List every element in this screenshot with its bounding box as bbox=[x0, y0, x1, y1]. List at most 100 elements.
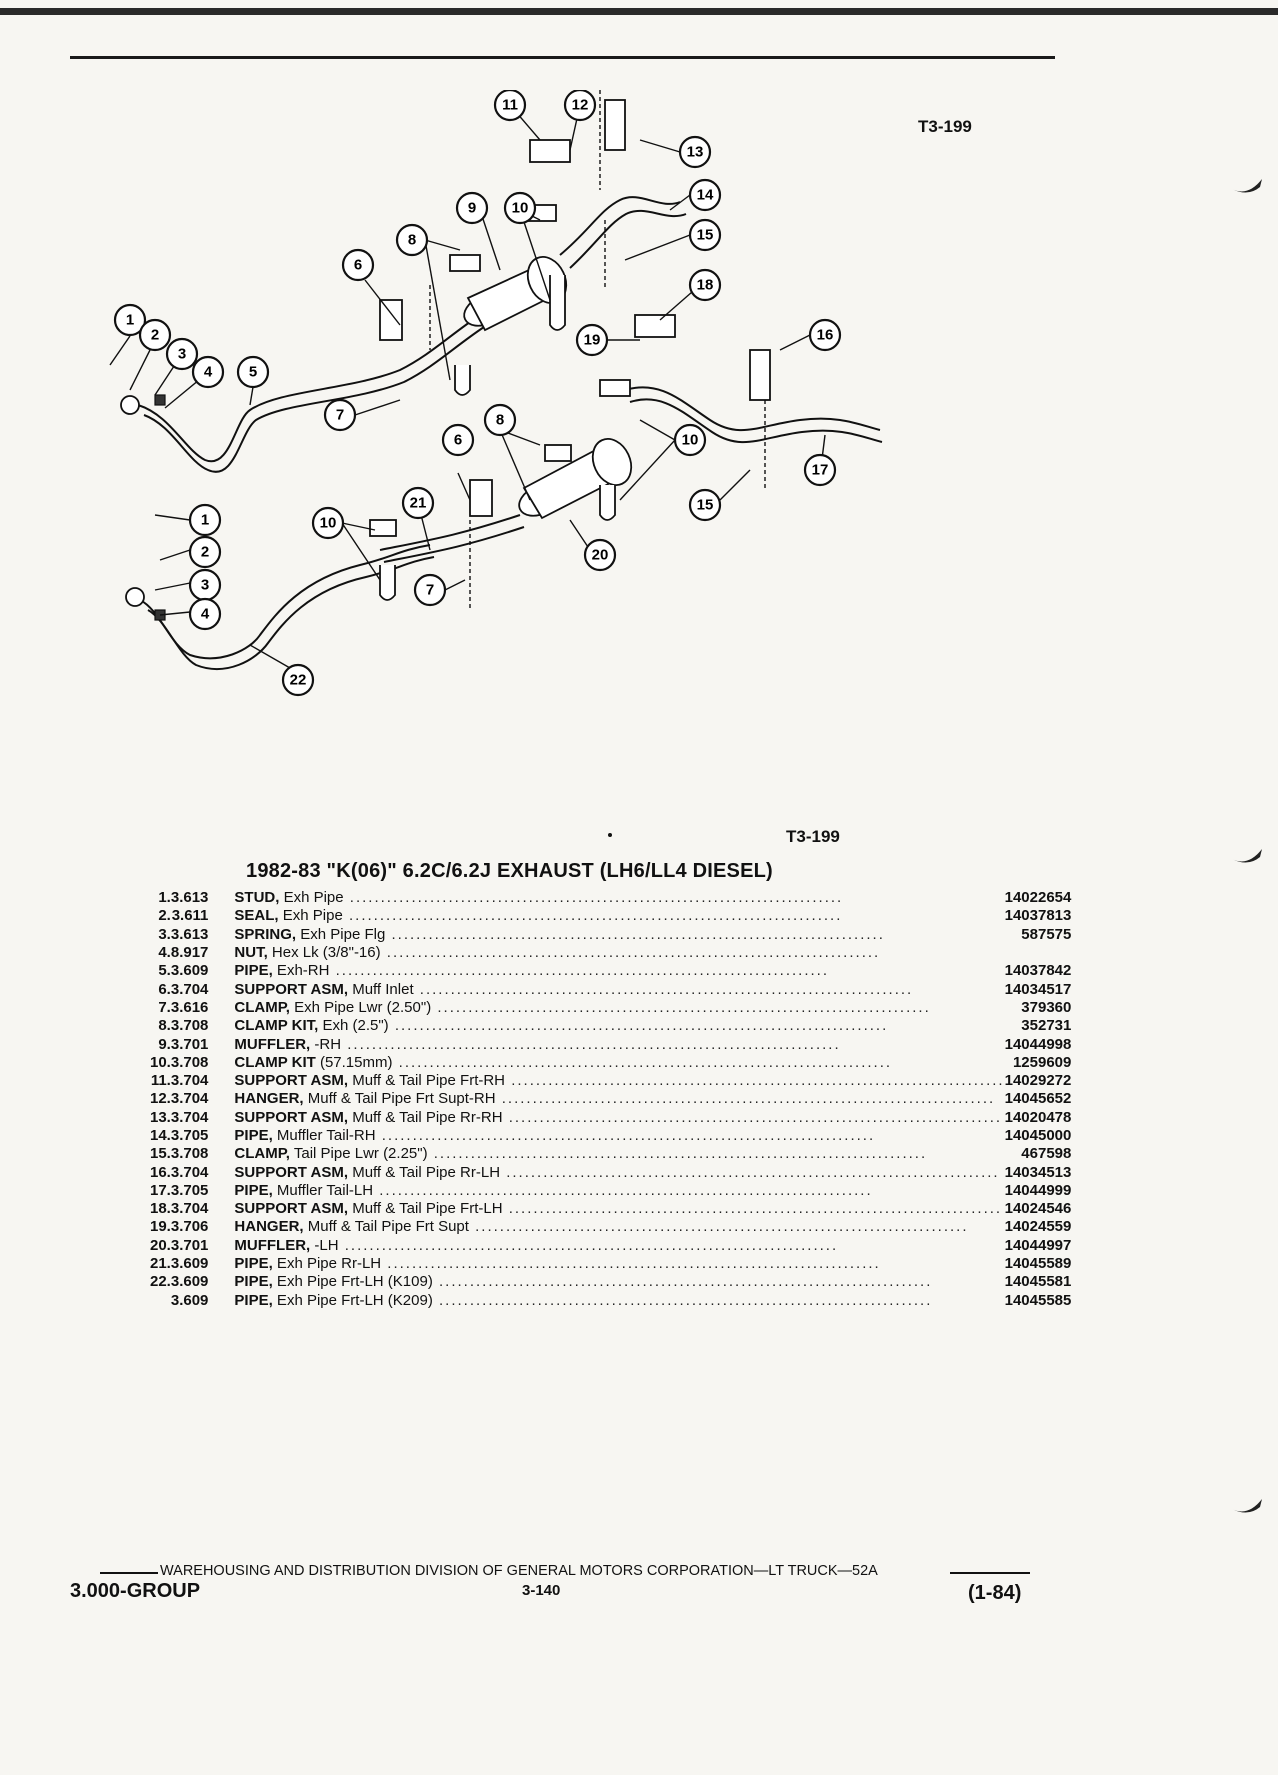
part-description: MUFFLER, -LH ...........................… bbox=[234, 1237, 1004, 1255]
part-description: SUPPORT ASM, Muff Inlet ................… bbox=[234, 980, 1004, 998]
footer-page-number: 3-140 bbox=[522, 1582, 561, 1599]
part-detail: Muff Inlet bbox=[348, 980, 414, 998]
svg-text:11: 11 bbox=[502, 97, 518, 114]
callout-6a: 6 bbox=[341, 248, 375, 282]
part-detail: Exh Pipe bbox=[279, 889, 344, 907]
part-description: CLAMP KIT (57.15mm) ....................… bbox=[234, 1054, 1004, 1072]
muffler-lh bbox=[518, 438, 633, 520]
dot-leader: ........................................… bbox=[373, 1181, 873, 1199]
callout-1a: 1 bbox=[113, 303, 147, 337]
dot-leader: ........................................… bbox=[341, 1035, 841, 1053]
svg-text:22: 22 bbox=[290, 672, 307, 689]
part-name: CLAMP KIT bbox=[234, 1053, 316, 1071]
svg-text:15: 15 bbox=[697, 227, 714, 244]
part-number: 14034517 bbox=[1004, 980, 1072, 998]
part-name: PIPE, bbox=[234, 1273, 273, 1291]
svg-text:8: 8 bbox=[496, 412, 504, 429]
part-name: MUFFLER, bbox=[234, 1035, 311, 1053]
svg-text:4: 4 bbox=[204, 364, 213, 381]
part-description: SUPPORT ASM, Muff & Tail Pipe Frt-RH ...… bbox=[234, 1072, 1004, 1090]
part-name: PIPE, bbox=[234, 1181, 273, 1199]
svg-text:13: 13 bbox=[687, 144, 704, 161]
group-number: 3.705 bbox=[170, 1181, 209, 1199]
part-description: HANGER, Muff & Tail Pipe Frt Supt ......… bbox=[234, 1218, 1004, 1236]
group-number: 3.704 bbox=[170, 1108, 209, 1126]
ref-number: 7. bbox=[158, 998, 171, 1016]
svg-text:21: 21 bbox=[410, 495, 427, 512]
dot-leader: ........................................… bbox=[500, 1163, 1000, 1181]
footer-division: WAREHOUSING AND DISTRIBUTION DIVISION OF… bbox=[160, 1563, 878, 1579]
callout-10c: 10 bbox=[311, 506, 345, 540]
part-number: 379360 bbox=[1021, 998, 1072, 1016]
dot-leader: ........................................… bbox=[502, 1108, 1003, 1126]
svg-text:20: 20 bbox=[592, 547, 609, 564]
part-description: PIPE, Exh Pipe Frt-LH (K209) ...........… bbox=[234, 1292, 1004, 1310]
part-description: MUFFLER, -RH ...........................… bbox=[234, 1035, 1004, 1053]
ref-number: 2. bbox=[158, 907, 171, 925]
dot-leader: ........................................… bbox=[380, 944, 881, 962]
part-number: 14024546 bbox=[1004, 1200, 1072, 1218]
group-number: 3.609 bbox=[170, 962, 209, 980]
part-name: SUPPORT ASM, bbox=[234, 1163, 349, 1181]
catalog-title: 1982-83 "K(06)" 6.2C/6.2J EXHAUST (LH6/L… bbox=[246, 860, 773, 882]
dot-leader: ........................................… bbox=[388, 1017, 889, 1035]
part-number: 14045581 bbox=[1004, 1273, 1072, 1291]
svg-text:12: 12 bbox=[572, 97, 589, 114]
part-name: PIPE, bbox=[234, 1127, 273, 1144]
dot-leader: ........................................… bbox=[413, 980, 914, 998]
callout-8b: 8 bbox=[483, 403, 517, 437]
ref-number: 11. bbox=[150, 1072, 171, 1090]
svg-text:7: 7 bbox=[426, 582, 434, 599]
group-number: 3.704 bbox=[170, 1090, 209, 1108]
svg-text:7: 7 bbox=[336, 407, 344, 424]
callout-10b: 10 bbox=[673, 423, 707, 457]
scan-mark bbox=[1232, 179, 1262, 193]
part-detail: Muff & Tail Pipe Rr-LH bbox=[348, 1163, 501, 1181]
part-description: CLAMP KIT, Exh (2.5") ..................… bbox=[234, 1017, 1004, 1035]
part-detail: Muff & Tail Pipe Frt Supt-RH bbox=[303, 1090, 496, 1108]
part-name: SEAL, bbox=[234, 907, 279, 925]
dot-leader: ........................................… bbox=[342, 907, 843, 925]
ref-number: 3. bbox=[158, 925, 171, 943]
part-name: SUPPORT ASM, bbox=[234, 1072, 349, 1090]
part-description: SUPPORT ASM, Muff & Tail Pipe Rr-LH ....… bbox=[234, 1163, 1004, 1181]
callout-19: 19 bbox=[575, 323, 609, 357]
scan-top-edge bbox=[0, 8, 1278, 15]
ref-number: 22. bbox=[150, 1273, 171, 1291]
dot-leader: ........................................… bbox=[495, 1090, 996, 1108]
callout-15b: 15 bbox=[688, 488, 722, 522]
group-number: 3.704 bbox=[170, 1072, 209, 1090]
svg-text:2: 2 bbox=[201, 544, 209, 561]
dot-leader: ........................................… bbox=[427, 1145, 928, 1163]
part-detail: -LH bbox=[310, 1236, 339, 1254]
group-number: 3.701 bbox=[170, 1236, 209, 1254]
dot-leader: ........................................… bbox=[381, 1255, 881, 1273]
part-name: HANGER, bbox=[234, 1218, 304, 1236]
scan-dot bbox=[608, 833, 612, 837]
part-number: 467598 bbox=[1021, 1145, 1072, 1163]
ref-number: 17. bbox=[150, 1181, 171, 1199]
dot-leader: ........................................… bbox=[375, 1127, 876, 1144]
part-number: 14022654 bbox=[1004, 889, 1072, 907]
part-name: PIPE, bbox=[234, 1291, 273, 1309]
callout-3a: 3 bbox=[165, 337, 199, 371]
part-name: PIPE, bbox=[234, 962, 273, 980]
footer-rule-right bbox=[950, 1572, 1030, 1574]
part-name: CLAMP KIT, bbox=[234, 1017, 319, 1035]
group-number: 3.705 bbox=[170, 1127, 209, 1144]
part-description: SEAL, Exh Pipe .........................… bbox=[234, 907, 1004, 925]
footer-date-code: (1-84) bbox=[968, 1582, 1022, 1604]
svg-text:10: 10 bbox=[320, 515, 337, 532]
ref-number: 16. bbox=[150, 1163, 171, 1181]
exhaust-exploded-diagram: 1 2 3 4 5 6 7 8 9 10 11 12 13 14 15 18 1… bbox=[109, 90, 883, 697]
callout-5: 5 bbox=[236, 355, 270, 389]
ref-number: 14. bbox=[150, 1127, 171, 1144]
